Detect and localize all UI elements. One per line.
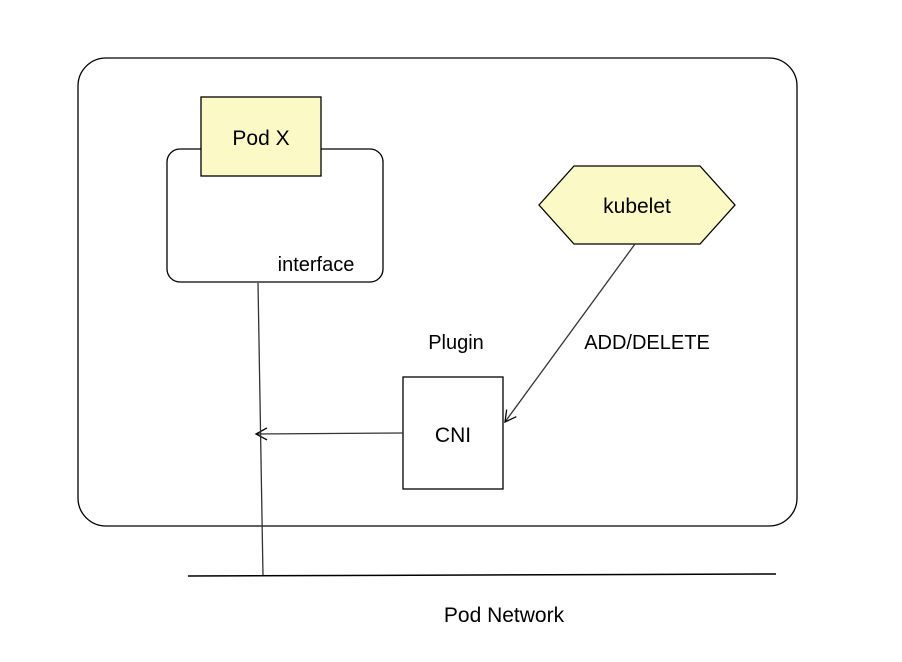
plugin-label: Plugin: [428, 332, 484, 354]
pod-network-label: Pod Network: [444, 604, 565, 627]
interface-link: [257, 282, 264, 577]
interface-label: interface: [278, 254, 355, 276]
add-delete-arrow: [504, 243, 636, 424]
pod-label-box: [200, 96, 322, 177]
add-delete-label: ADD/DELETE: [584, 332, 710, 354]
kubelet-hexagon: [538, 165, 736, 245]
cni-to-link-arrow: [254, 427, 404, 441]
pod-label: Pod X: [232, 127, 289, 150]
pod-network-line: [187, 573, 777, 577]
node-container: [77, 57, 798, 527]
cni-label: CNI: [435, 424, 471, 447]
cni-box: [402, 376, 504, 490]
kubelet-label: kubelet: [603, 195, 671, 218]
